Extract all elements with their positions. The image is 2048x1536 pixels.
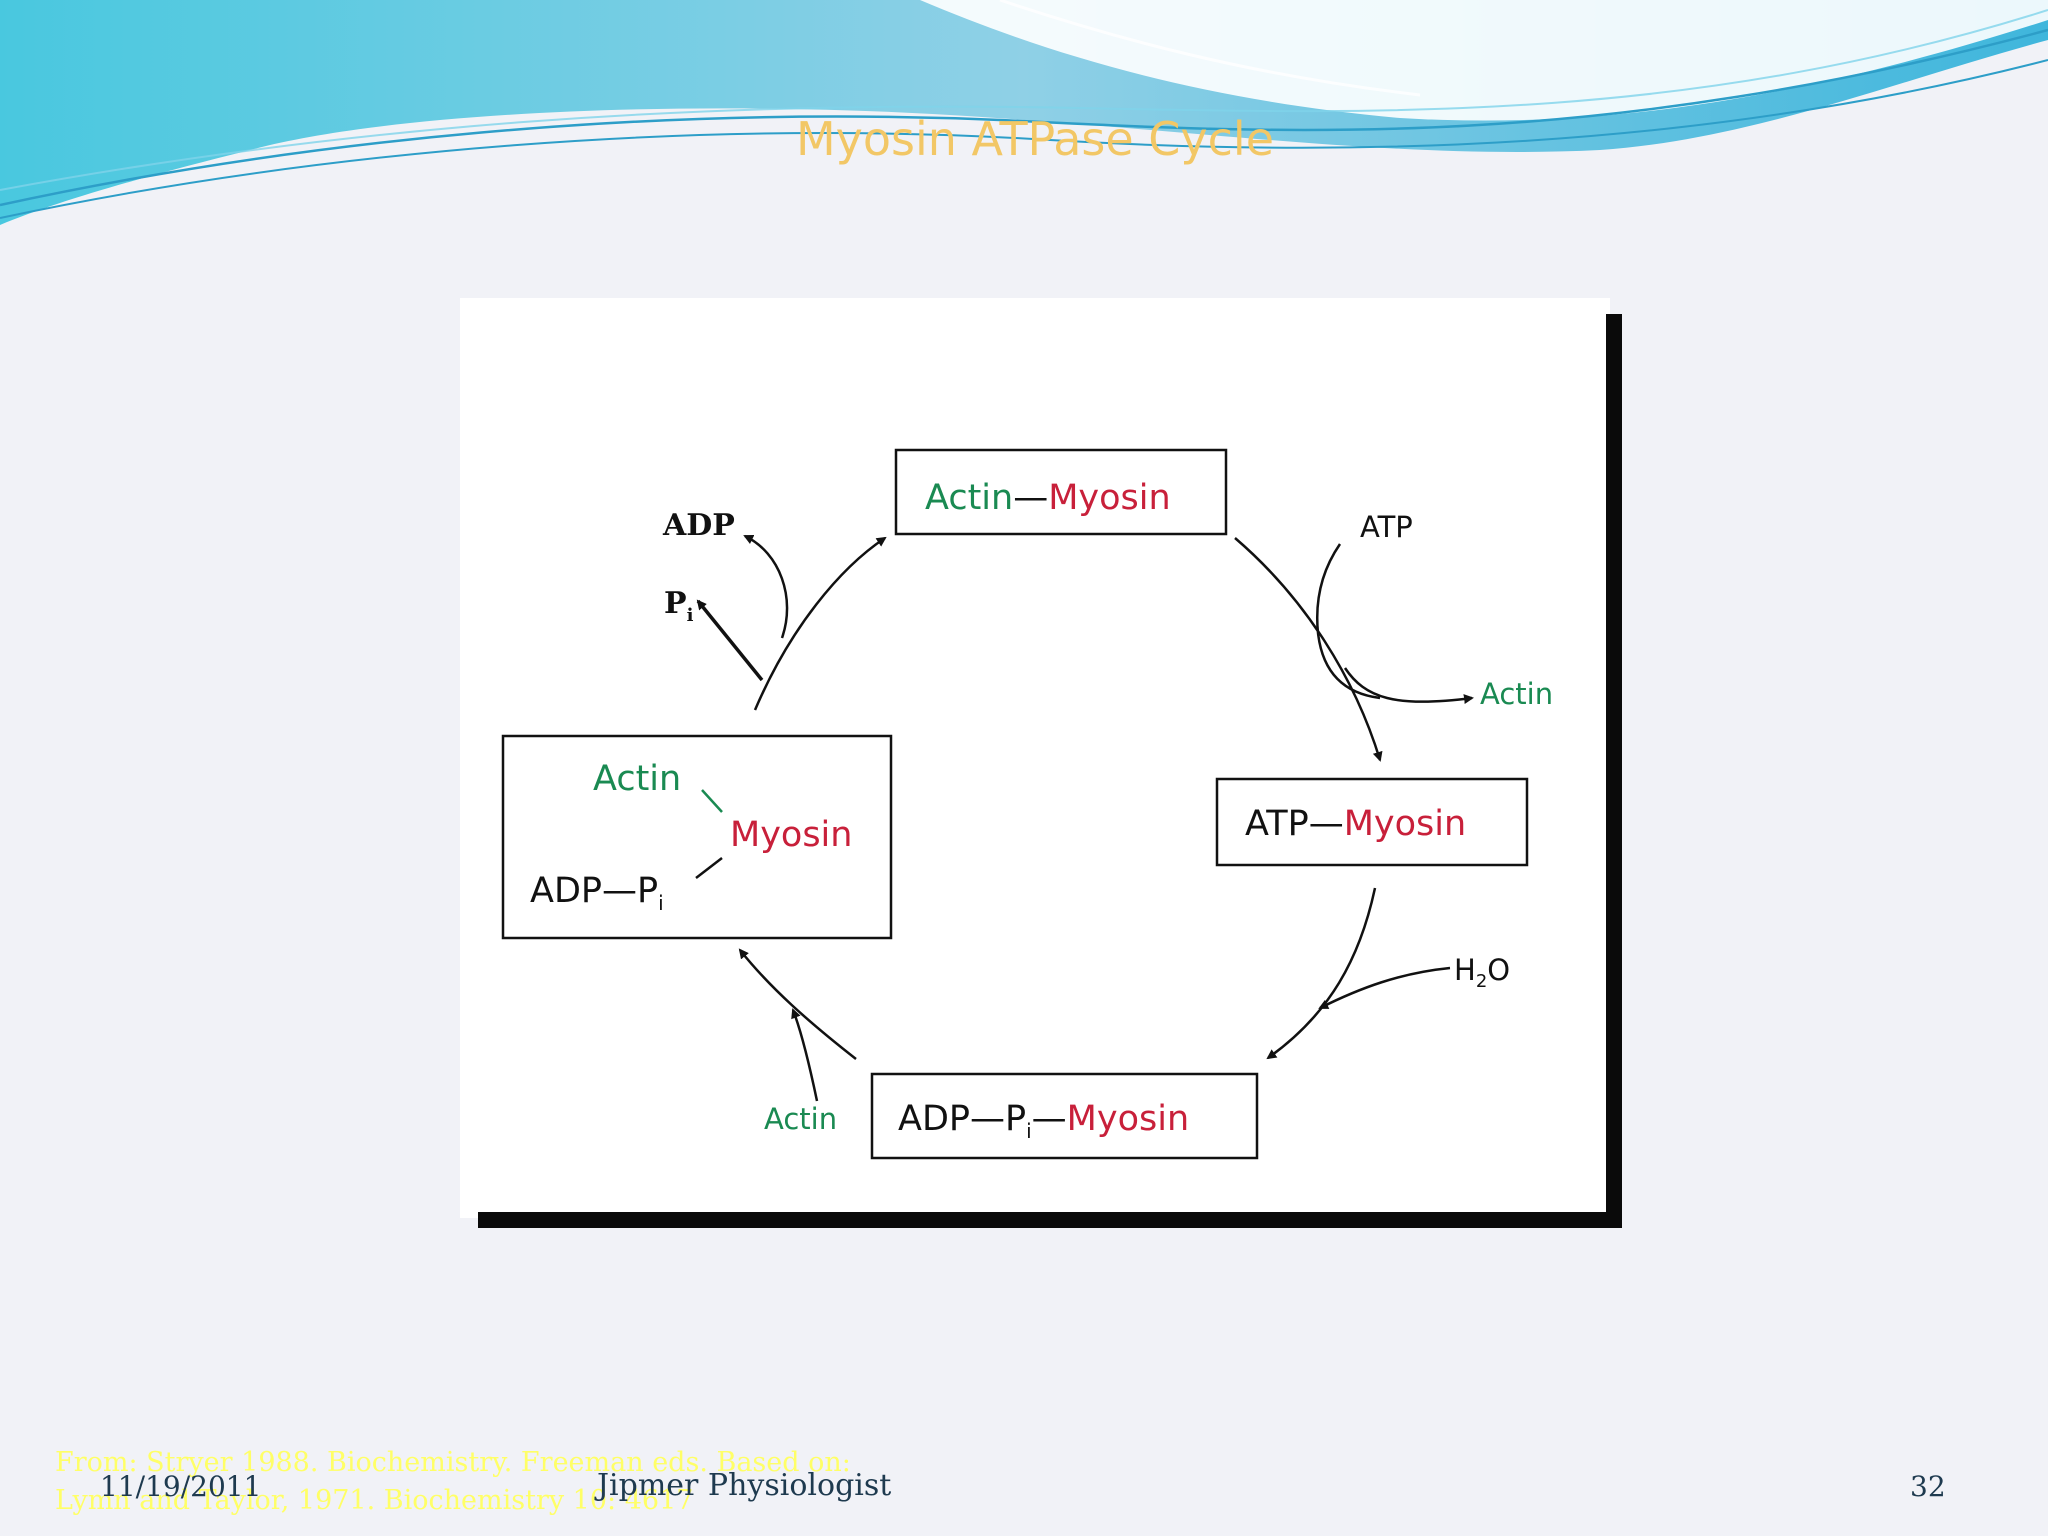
adp-label: ADP (530, 871, 602, 911)
atp-in-label: ATP (1360, 510, 1413, 544)
arrow-complex-to-actin-myosin (753, 536, 887, 711)
phosphate-subscript: i (658, 891, 664, 915)
header-wave-decoration (0, 0, 2048, 225)
complex-actin-bond (701, 789, 723, 813)
footer-organization: Jipmer Physiologist (597, 1468, 892, 1503)
slide-title: Myosin ATPase Cycle (795, 112, 1275, 166)
source-citation: From: Stryer 1988. Biochemistry. Freeman… (55, 1447, 851, 1516)
arrow-atp-in (1315, 543, 1381, 700)
adp-out-label: ADP (662, 508, 735, 543)
footer-date: 11/19/2011 (100, 1470, 262, 1503)
page-number: 32 (1910, 1470, 1946, 1503)
actin-out-label: Actin (1480, 677, 1553, 711)
myosin-atpase-cycle-diagram: Actin—Myosin ATP—Myosin ADP—Pi—Myosin Ac… (501, 448, 1553, 1160)
adp-label: ADP (898, 1099, 970, 1139)
bond-dash: — (1032, 1099, 1067, 1139)
myosin-label: Myosin (1344, 804, 1466, 844)
phosphate-label: P (1005, 1099, 1026, 1139)
water-in-label: H2O (1454, 953, 1510, 992)
state-box-actin-myosin (894, 448, 1228, 536)
state-text-atp-myosin: ATP—Myosin (1245, 804, 1466, 844)
phosphate-subscript: i (1026, 1119, 1032, 1143)
phosphate-label: P (637, 871, 658, 911)
state-text-adp-pi-myosin: ADP—Pi—Myosin (898, 1099, 1189, 1143)
state-box-actin-myosin-adp-pi (501, 734, 893, 940)
bond-dash: — (1013, 478, 1048, 518)
actin-label: Actin (925, 478, 1013, 518)
figure-shadow-bottom (478, 1212, 1622, 1228)
bond-dash: — (1309, 804, 1344, 844)
state-box-atp-myosin (1215, 777, 1529, 867)
arrow-pi-out (696, 599, 764, 682)
myosin-label: Myosin (1067, 1099, 1189, 1139)
arrow-actin-myosin-to-atp-myosin (1234, 537, 1383, 762)
arrow-actin-out (1343, 667, 1474, 704)
arrow-atp-myosin-to-adp-pi-myosin (1266, 887, 1377, 1060)
arrow-adp-out (743, 534, 789, 639)
complex-adp-pi-label: ADP—Pi (530, 871, 664, 915)
figure-shadow-right (1606, 314, 1622, 1228)
bond-dash: — (970, 1099, 1005, 1139)
pi-out-label: Pi (664, 586, 694, 626)
complex-adp-bond (695, 857, 723, 879)
figure-frame: Actin—Myosin ATP—Myosin ADP—Pi—Myosin Ac… (460, 298, 1626, 1234)
atp-label: ATP (1245, 804, 1309, 844)
arrow-actin-in (791, 1008, 819, 1102)
myosin-label: Myosin (1048, 478, 1170, 518)
bond-dash: — (602, 871, 637, 911)
actin-in-label: Actin (764, 1102, 837, 1136)
complex-actin-label: Actin (593, 759, 681, 799)
arrow-water-in (1318, 966, 1451, 1010)
state-text-actin-myosin: Actin—Myosin (925, 478, 1171, 518)
complex-myosin-label: Myosin (730, 815, 852, 855)
state-box-adp-pi-myosin (870, 1072, 1259, 1160)
arrow-adp-pi-myosin-to-complex (738, 948, 857, 1060)
